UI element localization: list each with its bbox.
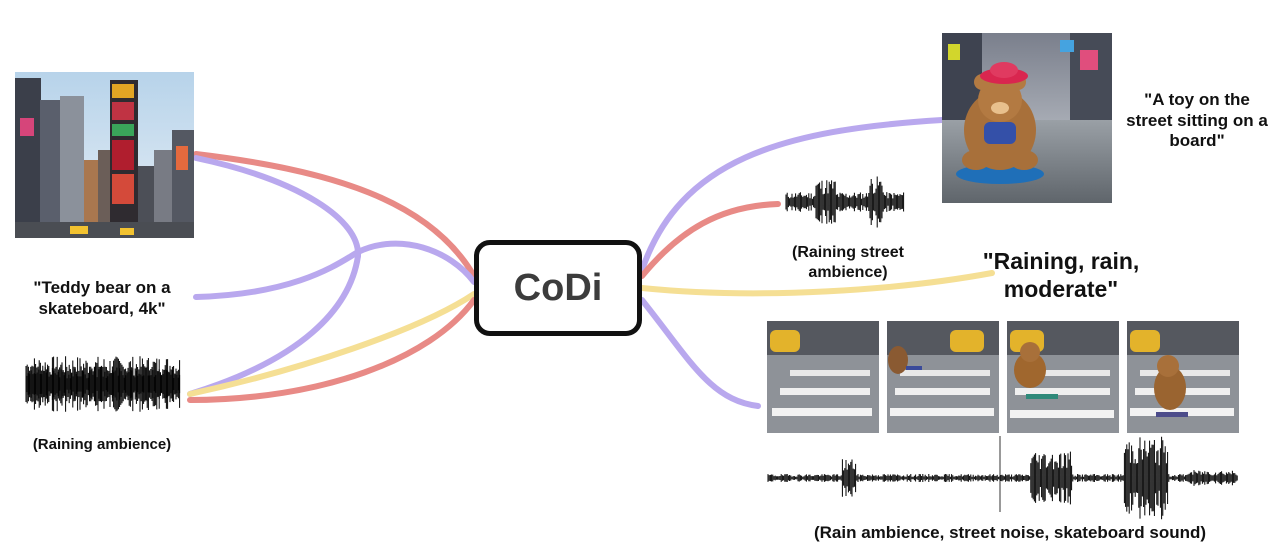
output-text: "Raining, rain, moderate" [982,248,1140,303]
output-audio-caption: (Raining street ambience) [791,244,904,281]
audio-to-codi-link [187,253,361,397]
codi-to-video-link [639,297,761,409]
codi-to-text-link [639,270,995,297]
input-audio-caption: (Raining ambience) [32,436,172,453]
audio-to-codi-link-2 [187,291,477,397]
video-frame-2 [887,321,999,433]
input-image-times-square [15,72,194,238]
audio-to-codi-link-3 [187,297,477,403]
output-image-caption: "A toy on the street sitting on a board" [1126,90,1268,151]
image-to-codi-link-2 [193,155,362,259]
input-connectors [187,151,477,403]
output-video-audio-caption: (Rain ambience, street noise, skateboard… [813,523,1207,542]
video-frame-3 [1007,321,1119,433]
video-frame-1 [767,321,879,433]
output-audio-waveform [767,176,1238,520]
model-name: CoDi [513,266,603,309]
output-video-frames [767,321,1239,433]
codi-to-image-link [639,117,945,273]
codi-to-audio-link [639,201,781,279]
output-image-teddy-bear [942,33,1112,203]
image-to-codi-link [193,151,477,279]
text-to-codi-link [193,240,477,300]
video-frame-4 [1127,321,1239,433]
input-text-prompt: "Teddy bear on a skateboard, 4k" [33,278,171,318]
output-connectors [639,117,995,409]
input-audio-waveform [25,356,181,412]
codi-model-box: CoDi [474,240,642,336]
